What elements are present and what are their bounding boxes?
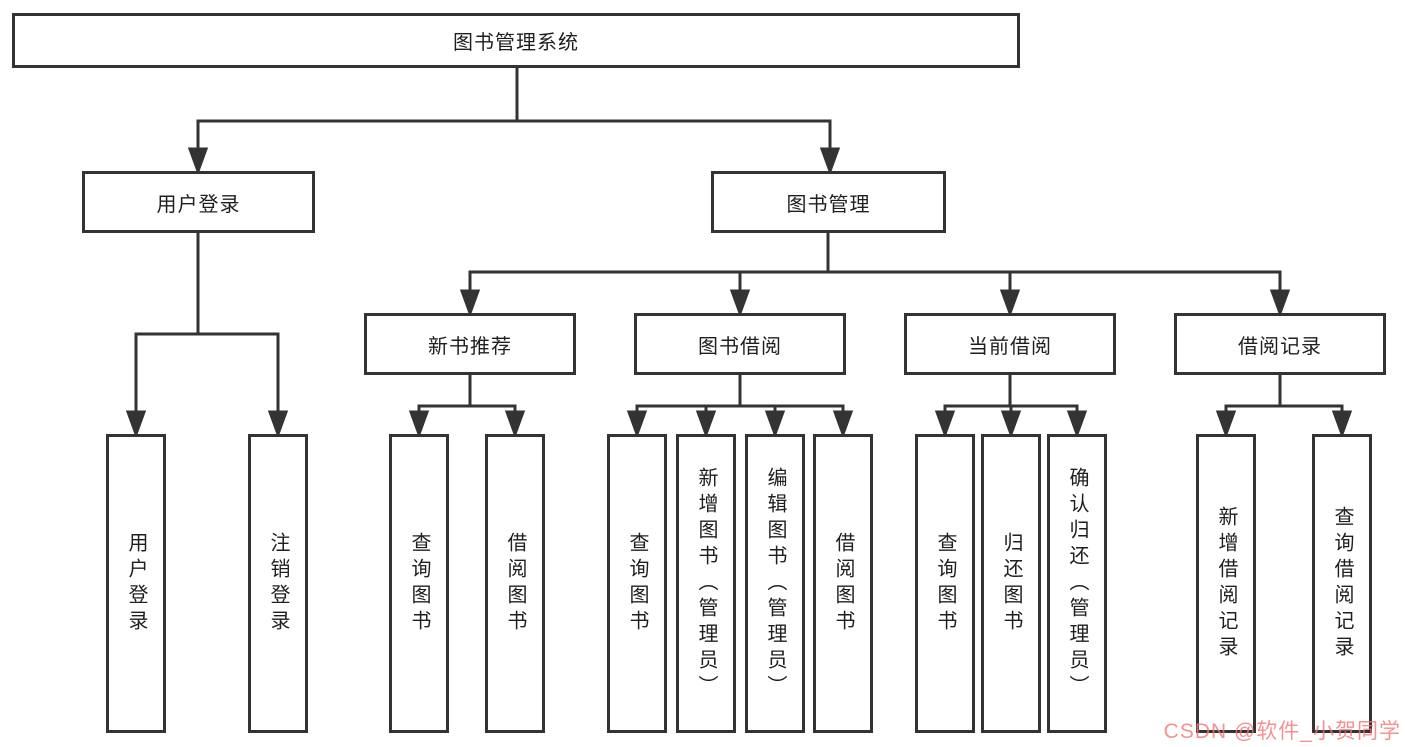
arrow-down-icon <box>504 410 526 439</box>
node-label: 编辑图书（管理员） <box>764 466 786 701</box>
node-label: 借阅图书 <box>832 531 854 636</box>
arrow-down-icon <box>934 410 956 439</box>
arrow-down-icon <box>819 147 841 176</box>
leaf-query-books-1: 查询图书 <box>389 434 449 733</box>
node-label: 当前借阅 <box>968 335 1052 358</box>
node-user-login: 用户登录 <box>82 171 315 233</box>
arrow-down-icon <box>1066 410 1088 439</box>
arrow-down-icon <box>267 410 289 439</box>
arrow-down-icon <box>999 289 1021 318</box>
connector-user-login-split <box>125 233 289 439</box>
node-label: 归还图书 <box>1000 531 1022 636</box>
arrow-down-icon <box>1269 289 1291 318</box>
node-label: 借阅记录 <box>1238 335 1322 358</box>
node-library-management-system: 图书管理系统 <box>12 13 1020 68</box>
csdn-watermark: CSDN @软件_小贺同学 <box>1163 720 1401 743</box>
node-label: 注销登录 <box>267 531 289 636</box>
node-label: 新增图书（管理员） <box>695 466 717 701</box>
leaf-confirm-return-admin: 确认归还（管理员） <box>1047 434 1107 733</box>
arrow-down-icon <box>626 410 648 439</box>
node-book-borrowing: 图书借阅 <box>634 313 846 375</box>
leaf-edit-books-admin: 编辑图书（管理员） <box>745 434 805 733</box>
arrow-down-icon <box>729 289 751 318</box>
node-label: 查询图书 <box>626 531 648 636</box>
arrow-down-icon <box>187 147 209 176</box>
node-current-borrowing: 当前借阅 <box>904 313 1116 375</box>
connector-borrow-record-split <box>1215 375 1353 439</box>
arrow-down-icon <box>1000 410 1022 439</box>
connector-book-borrow-split <box>626 375 854 439</box>
arrow-down-icon <box>125 410 147 439</box>
leaf-add-borrow-record: 新增借阅记录 <box>1196 434 1256 733</box>
leaf-query-borrow-record: 查询借阅记录 <box>1312 434 1372 733</box>
connector-new-book-split <box>408 375 526 439</box>
leaf-borrow-books-1: 借阅图书 <box>485 434 545 733</box>
node-label: 用户登录 <box>156 193 241 216</box>
node-label: 新书推荐 <box>428 335 512 358</box>
node-label: 查询借阅记录 <box>1331 505 1353 662</box>
node-borrowing-records: 借阅记录 <box>1174 313 1386 375</box>
leaf-user-login: 用户登录 <box>106 434 166 733</box>
connector-book-management-split <box>459 233 1291 318</box>
leaf-add-books-admin: 新增图书（管理员） <box>676 434 736 733</box>
arrow-down-icon <box>1331 410 1353 439</box>
leaf-borrow-books-2: 借阅图书 <box>813 434 873 733</box>
node-new-book-recommendation: 新书推荐 <box>364 313 576 375</box>
arrow-down-icon <box>764 410 786 439</box>
node-label: 图书管理系统 <box>453 32 579 54</box>
connector-root-split <box>187 68 841 176</box>
node-label: 图书借阅 <box>698 335 782 358</box>
leaf-query-books-3: 查询图书 <box>915 434 975 733</box>
node-label: 查询图书 <box>934 531 956 636</box>
leaf-return-books: 归还图书 <box>981 434 1041 733</box>
leaf-logout: 注销登录 <box>248 434 308 733</box>
node-label: 查询图书 <box>408 531 430 636</box>
arrow-down-icon <box>408 410 430 439</box>
node-label: 新增借阅记录 <box>1215 505 1237 662</box>
leaf-query-books-2: 查询图书 <box>607 434 667 733</box>
node-label: 图书管理 <box>786 193 871 216</box>
arrow-down-icon <box>695 410 717 439</box>
arrow-down-icon <box>832 410 854 439</box>
arrow-down-icon <box>459 289 481 318</box>
node-label: 用户登录 <box>125 531 147 636</box>
connector-current-borrow-split <box>934 375 1088 439</box>
node-label: 确认归还（管理员） <box>1066 466 1088 701</box>
node-book-management: 图书管理 <box>711 171 946 233</box>
arrow-down-icon <box>1215 410 1237 439</box>
node-label: 借阅图书 <box>504 531 526 636</box>
